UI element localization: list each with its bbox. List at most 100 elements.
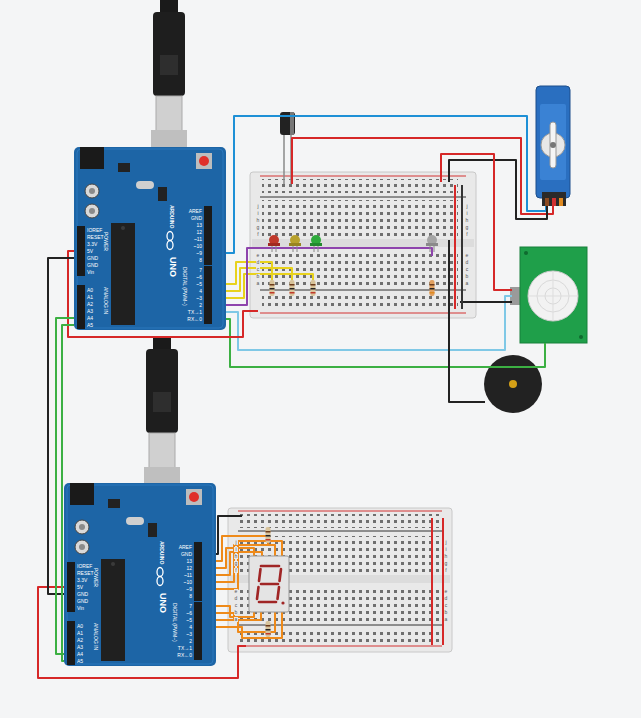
resistor — [290, 288, 295, 290]
pin-label: 3.3V — [87, 242, 97, 247]
pin-label: 8 — [199, 258, 202, 263]
row-letter: b — [465, 274, 470, 279]
breadboard — [252, 239, 474, 247]
jumper-wire — [292, 138, 553, 214]
pin-label: TX→1 — [178, 646, 192, 651]
breadboard — [262, 294, 458, 308]
pin-label: A1 — [87, 295, 93, 300]
seven-segment-display — [261, 583, 278, 586]
usb-cable — [151, 0, 187, 150]
pin-label: GND — [77, 599, 88, 604]
resistor — [270, 284, 275, 286]
resistor — [266, 633, 271, 635]
board-logo: ARDUINO — [169, 205, 174, 228]
pin-label: IOREF — [77, 564, 92, 569]
breadboard — [262, 200, 458, 236]
pin-label: GND — [191, 216, 202, 221]
servo-motor — [550, 122, 556, 168]
led — [290, 235, 300, 245]
breadboard — [240, 514, 440, 528]
jumper-wire — [460, 301, 512, 303]
row-letter: b — [444, 610, 449, 615]
pin-label: 8 — [189, 594, 192, 599]
usb-cable — [160, 55, 178, 75]
row-letter: b — [234, 610, 239, 615]
pin-label: TX→1 — [188, 310, 202, 315]
row-letter: a — [444, 617, 449, 622]
resistor — [266, 531, 271, 533]
servo-motor — [550, 142, 556, 148]
row-letter: d — [444, 596, 449, 601]
resistor — [430, 280, 435, 296]
breadboard — [228, 508, 452, 652]
row-letter: g — [234, 561, 239, 566]
pin-label: A1 — [77, 631, 83, 636]
header-title: DIGITAL (PWM~) — [172, 603, 177, 642]
seven-segment-display — [280, 569, 282, 581]
led — [269, 235, 279, 245]
seven-segment-display — [249, 556, 289, 612]
row-letter: c — [465, 267, 470, 272]
jumper-wire — [210, 116, 546, 253]
led — [427, 235, 437, 245]
piezo-buzzer — [509, 380, 517, 388]
jumper-wire — [210, 248, 432, 305]
pin-label: ~3 — [186, 632, 192, 637]
led — [268, 243, 280, 246]
seven-segment-display — [259, 601, 276, 604]
resistor — [266, 527, 271, 543]
row-letter: c — [256, 267, 261, 272]
resistor — [270, 280, 275, 296]
row-letter: d — [234, 596, 239, 601]
piezo-buzzer — [484, 355, 542, 413]
pin-label: Vin — [87, 270, 94, 275]
breadboard — [250, 172, 476, 318]
resistor — [270, 288, 275, 290]
resistor — [266, 629, 271, 631]
pin-label: 5V — [77, 585, 83, 590]
row-letter: h — [465, 218, 470, 223]
seven-segment-display — [257, 587, 259, 599]
pin-label: A0 — [87, 288, 93, 293]
pin-label: A4 — [87, 316, 93, 321]
row-letter: i — [256, 211, 259, 216]
pin-label: GND — [181, 552, 192, 557]
board-logo: ARDUINO — [159, 541, 164, 564]
pin-label: 4 — [199, 289, 202, 294]
row-letter: a — [465, 281, 470, 286]
capacitor — [283, 134, 285, 184]
row-letter: f — [444, 568, 447, 573]
seven-segment-display — [259, 569, 261, 581]
pin-label: ~9 — [196, 251, 202, 256]
row-letter: g — [256, 225, 261, 230]
usb-cable — [146, 349, 178, 433]
row-letter: c — [234, 603, 239, 608]
pin-label: GND — [77, 592, 88, 597]
pin-label: ~9 — [186, 587, 192, 592]
resistor — [311, 284, 316, 286]
pin-label: 4 — [189, 625, 192, 630]
jumper-wire — [210, 296, 512, 350]
servo-motor — [542, 192, 566, 206]
usb-cable — [156, 96, 182, 132]
resistor — [266, 621, 271, 637]
row-letter: j — [234, 540, 237, 545]
piezo-buzzer — [484, 355, 542, 413]
pin-label: 13 — [186, 559, 192, 564]
servo-motor — [536, 86, 570, 198]
led — [310, 243, 322, 246]
header-title: DIGITAL (PWM~) — [182, 267, 187, 306]
pin-label: 12 — [196, 230, 202, 235]
jumper-wire — [210, 319, 545, 367]
pin-label: A5 — [87, 323, 93, 328]
pin-label: 12 — [186, 566, 192, 571]
pin-label: RX←0 — [177, 653, 192, 658]
arduino-board: ARDUINOUNODIGITAL (PWM~)POWERANALOG INAR… — [64, 483, 216, 666]
pin-label: 2 — [199, 303, 202, 308]
pin-label: AREF — [179, 545, 192, 550]
usb-cable — [149, 433, 175, 469]
pin-label: IOREF — [87, 228, 102, 233]
usb-cable — [160, 0, 178, 14]
